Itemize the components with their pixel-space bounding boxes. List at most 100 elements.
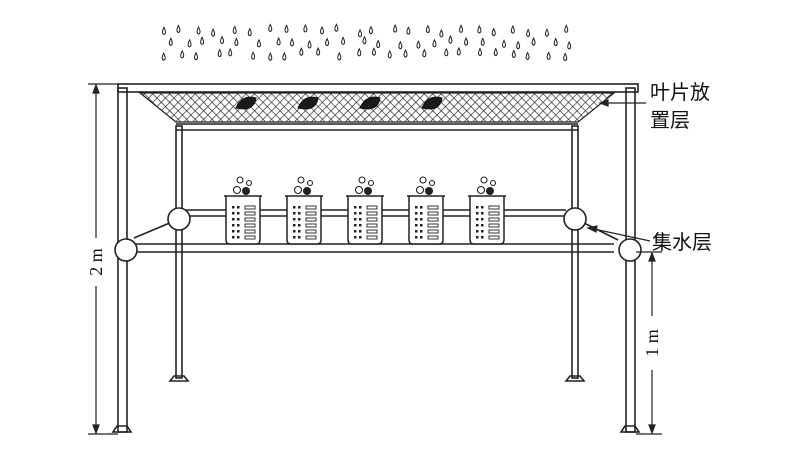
rain-drop bbox=[477, 47, 482, 57]
bubble bbox=[232, 185, 242, 195]
rain-drop bbox=[176, 24, 181, 33]
rain-drop bbox=[432, 38, 437, 48]
graduation-mark bbox=[427, 211, 439, 216]
rain-drop bbox=[393, 24, 398, 33]
rain-drop bbox=[491, 27, 496, 37]
label-dot bbox=[359, 218, 362, 221]
rain-drop bbox=[368, 25, 373, 35]
label-dot bbox=[293, 236, 296, 239]
bubble bbox=[367, 179, 375, 187]
label-dot bbox=[237, 206, 240, 209]
rain-drop bbox=[268, 52, 273, 61]
annotations bbox=[88, 83, 662, 435]
rain-drop bbox=[284, 24, 289, 33]
rain-drop bbox=[211, 28, 216, 37]
label-dot bbox=[232, 206, 235, 209]
label-dot bbox=[481, 224, 484, 227]
beaker bbox=[224, 176, 262, 245]
rain-drop bbox=[480, 37, 485, 46]
label-dot bbox=[420, 206, 423, 209]
graduation-mark bbox=[305, 229, 317, 234]
rain-drop bbox=[307, 39, 312, 49]
dim-1m-arrow-bottom bbox=[648, 424, 656, 435]
bubble bbox=[489, 179, 497, 187]
rain-drop bbox=[422, 48, 427, 58]
top-front-beam bbox=[117, 83, 639, 93]
label-dot bbox=[237, 230, 240, 233]
label-dot bbox=[354, 206, 357, 209]
label-dot bbox=[354, 224, 357, 227]
label-dot bbox=[232, 230, 235, 233]
rain-drop bbox=[217, 48, 222, 58]
rain-drop bbox=[526, 28, 531, 38]
bubble bbox=[303, 187, 311, 195]
label-dot bbox=[354, 212, 357, 215]
graduation-mark bbox=[427, 235, 439, 240]
rain-drop bbox=[425, 24, 430, 34]
graduation-mark bbox=[366, 217, 378, 222]
label-dot bbox=[359, 236, 362, 239]
leaf bbox=[421, 96, 443, 110]
bubble bbox=[297, 176, 305, 184]
bubble bbox=[245, 179, 253, 187]
side-beam-left bbox=[133, 221, 173, 239]
rain-drop bbox=[546, 51, 551, 60]
label-dot bbox=[481, 230, 484, 233]
label-dot bbox=[476, 236, 479, 239]
graduation-mark bbox=[366, 223, 378, 228]
leaf bbox=[235, 96, 257, 110]
bubble bbox=[419, 176, 427, 184]
rain-drop bbox=[525, 51, 530, 61]
label-dot bbox=[293, 224, 296, 227]
graduation-mark bbox=[488, 223, 500, 228]
rain-drop bbox=[299, 47, 304, 56]
graduation-mark bbox=[366, 211, 378, 216]
label-dot bbox=[420, 236, 423, 239]
graduation-mark bbox=[366, 235, 378, 240]
graduation-mark bbox=[488, 235, 500, 240]
bubble bbox=[358, 176, 366, 184]
rain-drop bbox=[282, 51, 287, 61]
rain-drop bbox=[276, 36, 281, 46]
label-dot bbox=[359, 206, 362, 209]
bubble bbox=[242, 187, 250, 195]
rain-drop bbox=[194, 51, 198, 61]
label-dot bbox=[232, 218, 235, 221]
rain-drop bbox=[200, 36, 205, 45]
rain-drop bbox=[398, 40, 403, 50]
rain-drop bbox=[228, 47, 233, 57]
rain-drop bbox=[325, 37, 330, 47]
foot-back-left bbox=[168, 375, 190, 382]
rain-drop bbox=[516, 40, 521, 50]
rain-drop bbox=[357, 47, 362, 57]
label-dot bbox=[298, 230, 301, 233]
bubble bbox=[486, 187, 494, 195]
label-dot bbox=[298, 218, 301, 221]
rain-drop bbox=[247, 27, 252, 37]
bubble bbox=[293, 185, 303, 195]
rain-drop bbox=[290, 37, 295, 47]
beaker bbox=[285, 176, 323, 245]
label-dot bbox=[237, 212, 240, 215]
rain-drop bbox=[563, 52, 568, 62]
label-dot bbox=[476, 206, 479, 209]
label-dot bbox=[359, 224, 362, 227]
label-dot bbox=[476, 224, 479, 227]
label-dot bbox=[415, 212, 418, 215]
beaker bbox=[346, 176, 384, 245]
label-dot bbox=[481, 206, 484, 209]
graduation-mark bbox=[488, 205, 500, 210]
label-dot bbox=[415, 224, 418, 227]
rain-drop bbox=[303, 23, 308, 33]
rain-drop bbox=[358, 28, 363, 38]
label-dot bbox=[359, 230, 362, 233]
foot-back-right bbox=[564, 375, 586, 382]
label-dot bbox=[237, 236, 240, 239]
rain-drop bbox=[187, 38, 192, 48]
leaf-layer-pointer-head bbox=[598, 99, 609, 107]
water-layer-label: 集水层 bbox=[652, 230, 712, 254]
rain-drop bbox=[544, 28, 549, 37]
foot-front-right bbox=[619, 425, 641, 433]
rain-drop bbox=[477, 24, 482, 34]
rain-drop bbox=[510, 24, 515, 34]
